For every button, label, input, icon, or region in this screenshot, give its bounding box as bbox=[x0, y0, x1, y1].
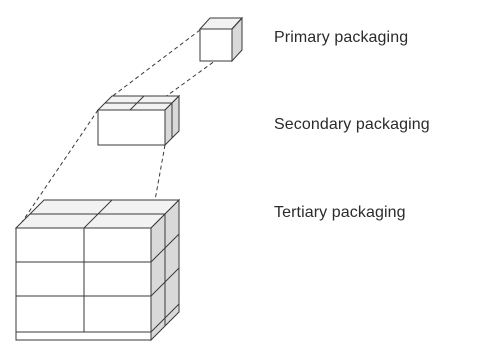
stack-side-divider bbox=[150, 303, 180, 333]
box-edge bbox=[231, 17, 243, 30]
secondary-packaging-label: Secondary packaging bbox=[274, 116, 430, 133]
pallet-base bbox=[15, 331, 152, 341]
tertiary-package-stack bbox=[14, 198, 181, 342]
tertiary-packaging-label: Tertiary packaging bbox=[274, 204, 406, 221]
connector-line bbox=[17, 109, 99, 229]
box-front-face bbox=[97, 109, 166, 146]
box-front-face bbox=[199, 28, 233, 62]
primary-packaging-label: Primary packaging bbox=[274, 29, 409, 46]
connector-line bbox=[109, 29, 201, 99]
stack-side-divider bbox=[150, 233, 180, 263]
primary-package-box bbox=[198, 16, 244, 63]
stack-side-divider bbox=[150, 267, 180, 297]
secondary-package-box bbox=[96, 94, 181, 147]
